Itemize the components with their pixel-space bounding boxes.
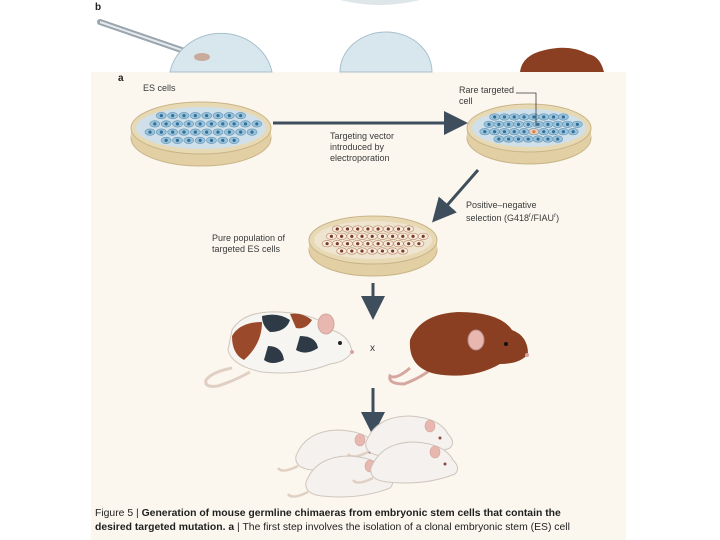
panel-letter-b: b: [95, 2, 102, 13]
caption-figure-number: Figure 5 |: [95, 508, 142, 519]
caption-title-line-1: Generation of mouse germline chimaeras f…: [141, 508, 561, 519]
chimeric-mouse-icon: [204, 311, 354, 388]
label-targeting-vector: Targeting vector introduced by electropo…: [330, 131, 395, 163]
micropipette-icon: [97, 19, 199, 58]
blastocyst-left-icon: [169, 32, 273, 73]
culture-dishes: [130, 101, 592, 277]
arrow-selection: [432, 169, 480, 223]
label-selection-main: Positive–negative selection (G418: [466, 200, 537, 223]
caption-line-2: desired targeted mutation. a | The first…: [95, 521, 620, 535]
brown-mouse-top-icon: [520, 47, 604, 72]
blastocyst-top-icon: [340, 0, 420, 5]
label-selection-end: ): [556, 213, 560, 223]
figure-caption: Figure 5 | Generation of mouse germline …: [95, 507, 620, 535]
label-selection-sup1: r: [529, 213, 532, 219]
caption-title-line-2: desired targeted mutation.: [95, 522, 226, 533]
offspring-mice: [276, 415, 459, 498]
caption-line-1: Figure 5 | Generation of mouse germline …: [95, 507, 620, 521]
label-pure-population: Pure population of targeted ES cells: [212, 233, 286, 254]
rare-cell-pointer: [516, 92, 537, 126]
pure-population-dish: [308, 215, 438, 277]
label-es-cells: ES cells: [143, 83, 176, 93]
brown-mouse-icon: [388, 312, 529, 386]
label-cross-symbol: x: [370, 343, 375, 354]
caption-body: | The first step involves the isolation …: [234, 522, 570, 533]
panel-b-strip: [91, 0, 626, 73]
es-cell-dish: [130, 101, 272, 167]
caption-panel-ref: a: [225, 522, 235, 533]
label-selection: Positive–negative selection (G418r/FIAUr…: [466, 189, 559, 224]
blastocyst-right-icon: [339, 31, 433, 73]
label-selection-sup2: r: [554, 213, 557, 219]
offspring-mouse-4: [351, 441, 459, 484]
label-selection-mid: /FIAU: [531, 213, 555, 223]
panel-letter-a: a: [118, 73, 124, 84]
label-rare-targeted-cell: Rare targeted cell: [459, 85, 515, 106]
targeted-cell-dish: [466, 103, 592, 165]
